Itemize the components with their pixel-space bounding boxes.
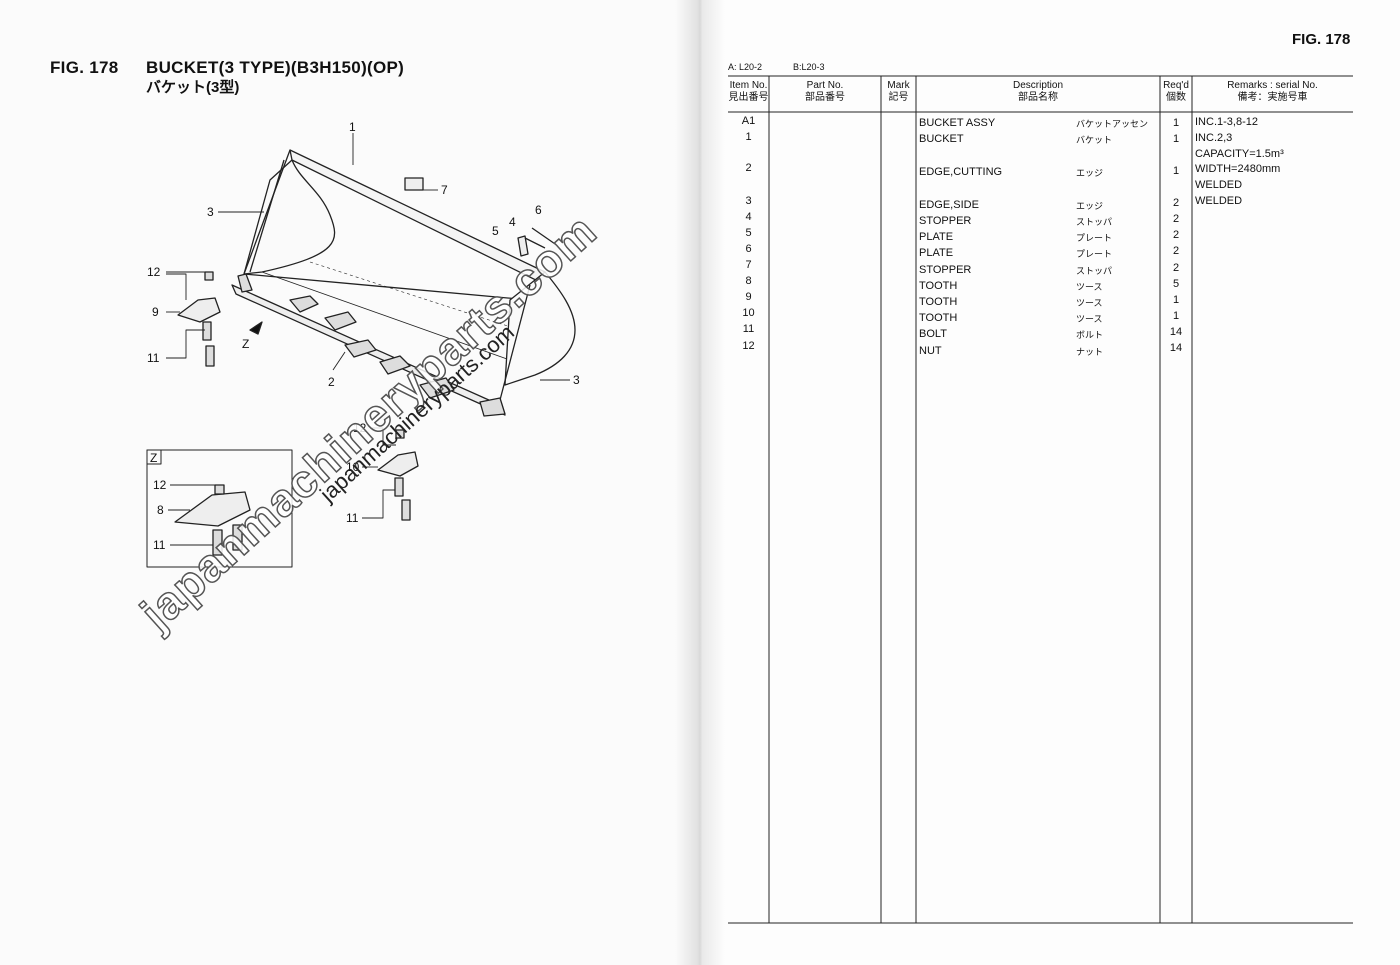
row-qty: 1 bbox=[1172, 310, 1180, 322]
row-qty: 1 bbox=[1172, 294, 1180, 306]
callout-12b: 12 bbox=[353, 421, 367, 435]
row-qty: 1 bbox=[1172, 117, 1180, 129]
inset-label: Z bbox=[150, 451, 157, 465]
callout-4: 4 bbox=[509, 215, 516, 229]
row-description-jp: バケット bbox=[1076, 135, 1113, 145]
callout-11: 11 bbox=[147, 351, 160, 365]
callout-11c: 11 bbox=[153, 538, 166, 552]
row-item: 8 bbox=[745, 275, 752, 287]
left-page bbox=[0, 0, 700, 965]
callout-12c: 12 bbox=[153, 478, 167, 492]
callout-8: 8 bbox=[157, 503, 164, 517]
row-qty: 2 bbox=[1172, 262, 1180, 274]
row-remark: WELDED bbox=[1195, 195, 1243, 207]
row-item: 4 bbox=[745, 211, 752, 223]
callout-9: 9 bbox=[152, 305, 159, 319]
header-remarks: Remarks : serial No.備考：実施号車 bbox=[1227, 80, 1318, 103]
callout-7: 7 bbox=[441, 183, 448, 197]
figure-subtitle-jp: バケット(3型) bbox=[146, 79, 240, 96]
row-item: 10 bbox=[742, 307, 755, 319]
row-description: BUCKET ASSY bbox=[919, 117, 996, 129]
row-description-jp: プレート bbox=[1076, 233, 1113, 243]
callout-10: 10 bbox=[346, 460, 360, 474]
row-description: PLATE bbox=[919, 247, 954, 259]
row-description: NUT bbox=[919, 345, 942, 357]
row-item: 5 bbox=[745, 227, 752, 239]
row-description: TOOTH bbox=[919, 312, 958, 324]
row-description: BUCKET bbox=[919, 133, 964, 145]
row-qty: 14 bbox=[1169, 326, 1183, 338]
row-description-jp: ボルト bbox=[1076, 330, 1104, 340]
row-remark: INC.1-3,8-12 bbox=[1195, 116, 1258, 128]
row-description: EDGE,CUTTING bbox=[919, 166, 1003, 178]
callout-3-right: 3 bbox=[573, 373, 580, 387]
row-qty: 1 bbox=[1172, 133, 1180, 145]
bucket-exploded-diagram: 1 3 7 4 5 6 12 9 11 2 3 12 10 11 12 8 11… bbox=[146, 120, 580, 568]
header-part-no: Part No.部品番号 bbox=[805, 80, 845, 103]
row-description-jp: ツース bbox=[1076, 282, 1103, 292]
callout-1: 1 bbox=[349, 120, 356, 134]
row-remark: CAPACITY=1.5m³ bbox=[1195, 148, 1284, 160]
row-description: STOPPER bbox=[919, 215, 972, 227]
figure-label-right: FIG. 178 bbox=[1292, 31, 1351, 48]
row-description: STOPPER bbox=[919, 264, 972, 276]
row-qty: 14 bbox=[1169, 342, 1183, 354]
column-b-code: B:L20-3 bbox=[793, 62, 825, 72]
column-a-code: A: L20-2 bbox=[728, 62, 763, 72]
row-description: TOOTH bbox=[919, 280, 958, 292]
row-description-jp: ナット bbox=[1076, 347, 1104, 357]
row-item: 1 bbox=[745, 131, 752, 143]
row-qty: 2 bbox=[1172, 229, 1180, 241]
row-remark: INC.2,3 bbox=[1195, 132, 1233, 144]
row-item: 6 bbox=[745, 243, 752, 255]
row-description: EDGE,SIDE bbox=[919, 199, 979, 211]
row-description-jp: ツース bbox=[1076, 314, 1103, 324]
row-description-jp: プレート bbox=[1076, 249, 1113, 259]
row-description-jp: ストッパ bbox=[1076, 217, 1113, 227]
row-description: BOLT bbox=[919, 328, 947, 340]
callout-11b: 11 bbox=[346, 511, 359, 525]
book-gutter bbox=[675, 0, 725, 965]
row-description-jp: バケットアッセン bbox=[1076, 119, 1149, 129]
row-description: PLATE bbox=[919, 231, 954, 243]
row-item: 7 bbox=[745, 259, 752, 271]
row-item: 3 bbox=[745, 195, 752, 207]
row-item: 12 bbox=[742, 340, 755, 352]
callout-6: 6 bbox=[535, 203, 542, 217]
callout-12: 12 bbox=[147, 265, 161, 279]
row-qty: 2 bbox=[1172, 213, 1180, 225]
callout-3-top: 3 bbox=[207, 205, 214, 219]
row-description-jp: エッジ bbox=[1076, 168, 1104, 178]
row-remark: WIDTH=2480mm bbox=[1195, 163, 1281, 175]
figure-title: BUCKET(3 TYPE)(B3H150)(OP) bbox=[146, 58, 405, 77]
row-description-jp: ストッパ bbox=[1076, 266, 1113, 276]
view-arrow-label: Z bbox=[242, 337, 249, 351]
row-description-jp: ツース bbox=[1076, 298, 1103, 308]
row-item: 2 bbox=[745, 162, 752, 174]
row-qty: 5 bbox=[1172, 278, 1180, 290]
row-description-jp: エッジ bbox=[1076, 201, 1104, 211]
header-item-no: Item No.見出番号 bbox=[728, 80, 769, 103]
row-item: 9 bbox=[745, 291, 752, 303]
row-remark: WELDED bbox=[1195, 179, 1243, 191]
row-description: TOOTH bbox=[919, 296, 958, 308]
row-item: A1 bbox=[741, 115, 756, 127]
callout-5: 5 bbox=[492, 224, 499, 238]
row-item: 11 bbox=[742, 323, 755, 335]
row-qty: 1 bbox=[1172, 165, 1180, 177]
callout-2: 2 bbox=[328, 375, 335, 389]
row-qty: 2 bbox=[1172, 197, 1180, 209]
right-page bbox=[700, 0, 1400, 965]
figure-label-left: FIG. 178 bbox=[50, 58, 119, 77]
row-qty: 2 bbox=[1172, 245, 1180, 257]
